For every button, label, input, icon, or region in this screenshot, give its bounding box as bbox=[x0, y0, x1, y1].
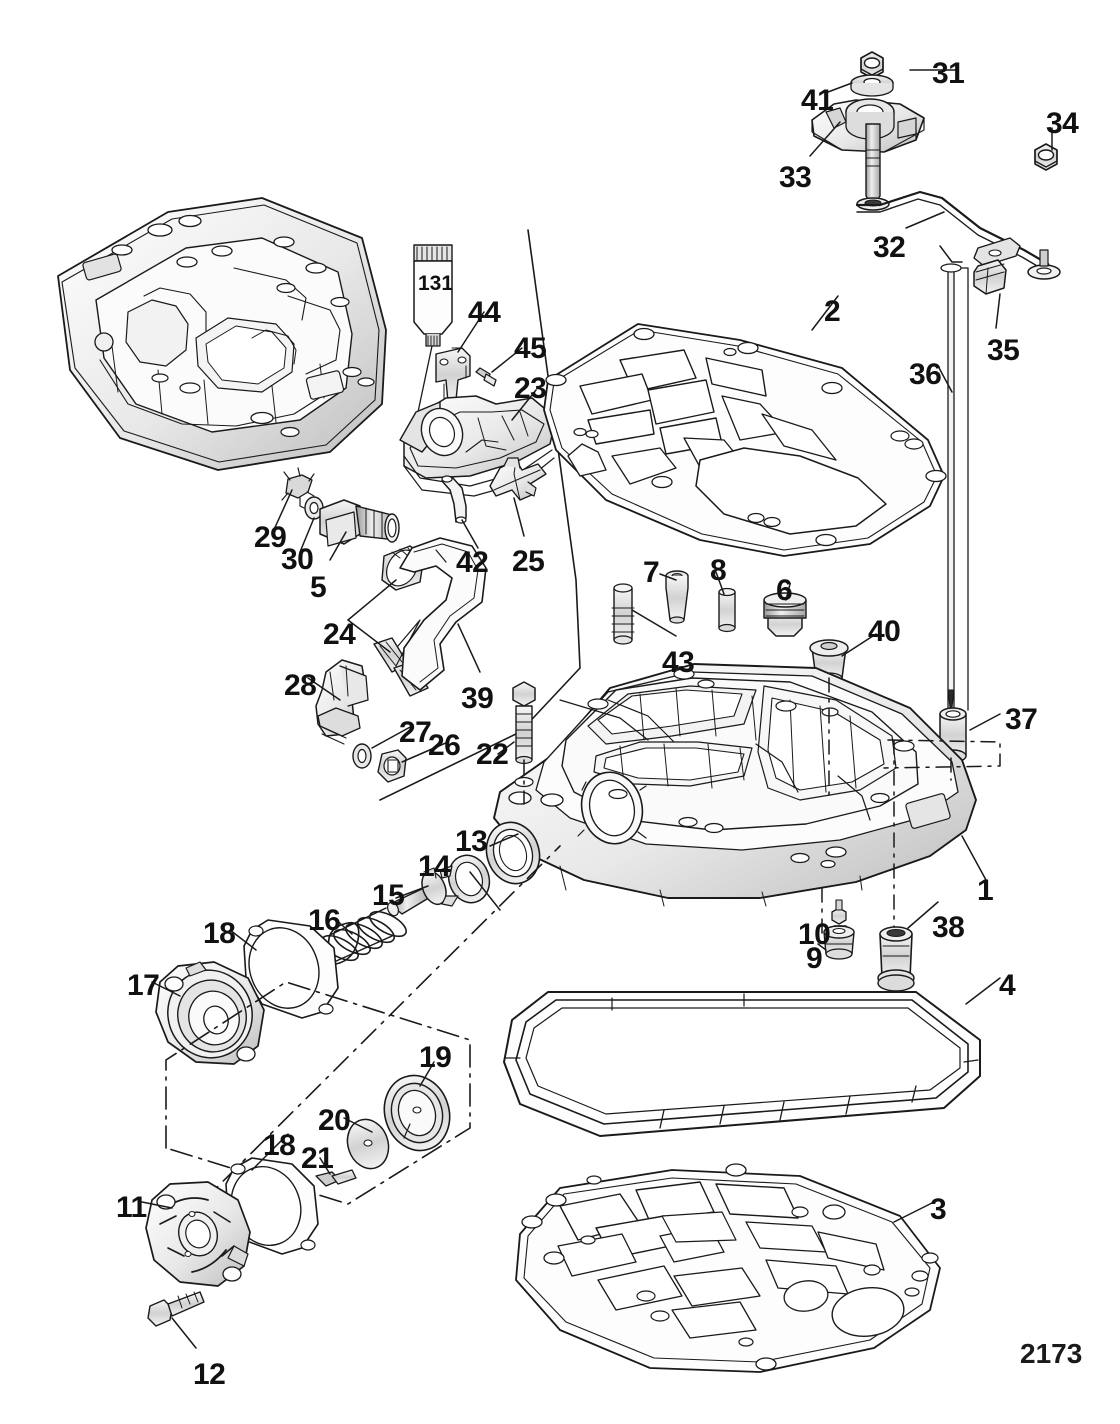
callout-hose-barb-fitting: 43 bbox=[662, 646, 695, 679]
callout-oil-baffle: 23 bbox=[514, 372, 547, 405]
callout-bushing: 26 bbox=[428, 729, 461, 762]
callout-adapter-plate-housing: 1 bbox=[977, 874, 994, 907]
callout-o-ring: 27 bbox=[399, 716, 432, 749]
callout-pump-gasket-lower: 18 bbox=[263, 1129, 296, 1162]
hose-barb-fitting bbox=[611, 583, 635, 645]
figure-reference-number: 2173 bbox=[1020, 1338, 1083, 1369]
water-hose bbox=[399, 537, 487, 691]
callout-oil-seal-outer: 13 bbox=[455, 825, 488, 858]
callout-cover-bolt: 12 bbox=[193, 1358, 226, 1391]
callout-oil-pump-cover: 11 bbox=[116, 1191, 147, 1224]
callout-tube-clamp: 35 bbox=[987, 334, 1020, 367]
callout-water-hose: 39 bbox=[461, 682, 494, 715]
leader-lines bbox=[141, 69, 1053, 1349]
callout-dowel-pin: 8 bbox=[710, 554, 727, 587]
callout-sealing-washer: 30 bbox=[281, 543, 314, 576]
main-housing bbox=[493, 663, 977, 907]
upper-gasket bbox=[543, 323, 947, 557]
shift-shaft-bushing bbox=[489, 457, 547, 501]
bracket-screw bbox=[475, 367, 497, 387]
callout-bracket-screw: 45 bbox=[514, 332, 547, 365]
oil-seal-13 bbox=[485, 821, 541, 885]
callout-flat-washer: 41 bbox=[801, 84, 834, 117]
callout-oil-level-dipstick: 36 bbox=[909, 358, 942, 391]
water-fitting bbox=[319, 499, 400, 547]
callout-oil-seal-inner: 14 bbox=[418, 850, 451, 883]
relief-valve-spring bbox=[321, 907, 407, 966]
callout-oil-pump-body: 17 bbox=[127, 969, 160, 1002]
section-divider-line bbox=[379, 229, 581, 801]
oil-pump-cover bbox=[145, 1181, 251, 1287]
upper-housing-casting bbox=[57, 197, 387, 471]
callout-socket-bolt: 7 bbox=[643, 556, 660, 589]
callout-adapter-plate-gasket-lower: 3 bbox=[930, 1193, 947, 1226]
callout-grommet: 9 bbox=[806, 942, 823, 975]
oil-pump-body bbox=[155, 961, 265, 1065]
vent-hose bbox=[441, 475, 467, 524]
oil-pickup-tube bbox=[877, 926, 915, 992]
callout-vent-hose: 42 bbox=[456, 546, 489, 579]
callout-oil-dipstick-tube: 32 bbox=[873, 231, 906, 264]
assembly-group-boxes bbox=[165, 981, 471, 1205]
callout-oil-pump-rotor: 19 bbox=[419, 1041, 452, 1074]
sealing-washer bbox=[304, 496, 324, 520]
small-nut-10 bbox=[831, 899, 847, 925]
callout-drain-plug: 40 bbox=[868, 615, 901, 648]
callout-thrust-washer: 20 bbox=[318, 1104, 351, 1137]
grommet-9 bbox=[823, 925, 855, 960]
socket-bolt-7 bbox=[665, 570, 689, 624]
bushing-26 bbox=[377, 749, 407, 783]
callout-locknut-upper: 31 bbox=[932, 57, 965, 90]
callout-retainer-clip: 29 bbox=[254, 521, 287, 554]
rotor-screw-21 bbox=[315, 1169, 357, 1187]
callout-pipe-plug: 6 bbox=[776, 574, 793, 607]
callout-water-fitting: 5 bbox=[310, 571, 327, 604]
thrust-washer-20 bbox=[346, 1118, 390, 1170]
retainer-clip bbox=[281, 467, 315, 509]
callout-rotor-screw: 21 bbox=[301, 1142, 334, 1175]
callout-dipstick-grommet: 37 bbox=[1005, 703, 1038, 736]
oil-pan-seal bbox=[503, 991, 981, 1137]
callout-mounting-bracket: 33 bbox=[779, 161, 812, 194]
callout-locknut-right: 34 bbox=[1046, 107, 1079, 140]
callout-pump-gasket-upper: 18 bbox=[203, 917, 236, 950]
housing-bolt-22 bbox=[512, 681, 536, 765]
elbow-fitting bbox=[315, 659, 369, 745]
pickup-bracket bbox=[435, 347, 471, 403]
housing-centerlines bbox=[523, 677, 1001, 937]
dowel-pin-8 bbox=[718, 587, 736, 633]
callout-hose-clamp: 24 bbox=[323, 618, 356, 651]
o-ring-27 bbox=[352, 743, 372, 769]
callout-elbow-fitting: 28 bbox=[284, 669, 317, 702]
lower-gasket bbox=[515, 1163, 941, 1373]
callout-oil-pickup-tube: 38 bbox=[932, 911, 965, 944]
callout-housing-bolt: 22 bbox=[476, 738, 509, 771]
callout-shift-shaft-bushing: 25 bbox=[512, 545, 545, 578]
oil-seal-14 bbox=[447, 854, 491, 904]
callout-adapter-plate-gasket-upper: 2 bbox=[824, 295, 841, 328]
sealant-tube-label: 131 bbox=[418, 272, 454, 295]
sealant-tube bbox=[413, 244, 453, 413]
callout-relief-valve-spring: 16 bbox=[308, 904, 341, 937]
relief-valve-plunger bbox=[386, 865, 459, 917]
callout-oil-pan-seal: 4 bbox=[999, 969, 1016, 1002]
callout-oil-pickup-bracket: 44 bbox=[468, 296, 501, 329]
callout-small-nut: 10 bbox=[798, 918, 831, 951]
mounting-bracket-assembly bbox=[811, 51, 1061, 717]
cover-bolt-12 bbox=[147, 1291, 205, 1327]
pump-gasket-lower bbox=[225, 1157, 319, 1255]
callout-relief-valve-plunger: 15 bbox=[372, 879, 405, 912]
oil-pump-rotor bbox=[383, 1074, 451, 1152]
pipe-plug-6 bbox=[763, 592, 807, 637]
